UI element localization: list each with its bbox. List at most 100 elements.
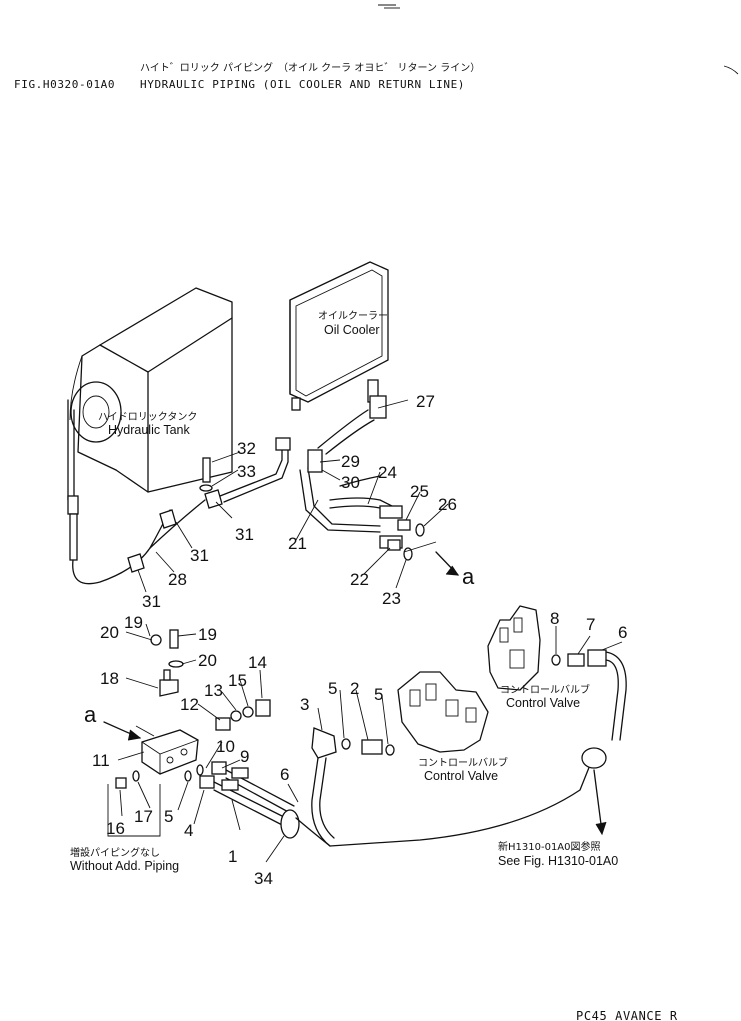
diagram-title-en: HYDRAULIC PIPING (OIL COOLER AND RETURN … xyxy=(140,78,465,91)
callout-14: 14 xyxy=(248,653,267,672)
oil-cooler-drawing xyxy=(289,261,389,419)
hose-6-lower xyxy=(311,757,591,847)
leader-lines xyxy=(117,399,623,863)
callout-31-right: 31 xyxy=(235,525,254,544)
callout-5-block: 5 xyxy=(164,807,173,826)
callout-16: 16 xyxy=(106,819,125,838)
callout-23: 23 xyxy=(382,589,401,608)
callout-29: 29 xyxy=(341,452,360,471)
connection-marker-right: a xyxy=(462,564,475,589)
callout-34: 34 xyxy=(254,869,273,888)
oring-5-block xyxy=(184,770,192,782)
connection-marker-left: a xyxy=(84,702,97,727)
fitting-25 xyxy=(397,519,411,531)
oring-8 xyxy=(551,654,561,666)
hydraulic-tank-label: Hydraulic Tank xyxy=(108,423,191,437)
callout-31-left: 31 xyxy=(142,592,161,611)
callout-32: 32 xyxy=(237,439,256,458)
oil-cooler-label-jp: オイルクーラー xyxy=(318,310,388,322)
callout-8: 8 xyxy=(550,609,559,628)
hose-6-upper xyxy=(605,651,627,741)
callout-9: 9 xyxy=(240,747,249,766)
part-callouts: 27 29 30 24 25 26 32 33 31 31 28 31 21 2… xyxy=(84,392,627,888)
control-valve-lower-label: Control Valve xyxy=(424,769,498,783)
control-valve-upper-label: Control Valve xyxy=(506,696,580,710)
callout-4: 4 xyxy=(184,821,193,840)
callout-13: 13 xyxy=(204,681,223,700)
callout-1: 1 xyxy=(228,847,237,866)
callout-5-left: 5 xyxy=(328,679,337,698)
washer-20 xyxy=(150,634,162,646)
callout-30: 30 xyxy=(341,473,360,492)
callout-5-right: 5 xyxy=(374,685,383,704)
hose-elbow xyxy=(317,409,369,449)
without-piping-note-jp: 増設パイピングなし xyxy=(70,846,160,859)
callout-28: 28 xyxy=(168,570,187,589)
elbow-3 xyxy=(311,727,337,759)
fitting-7 xyxy=(567,653,585,667)
oring-10 xyxy=(196,764,204,776)
bracket-18 xyxy=(159,679,179,697)
fitting-22 xyxy=(387,539,401,551)
model-footer: PC45 AVANCE R xyxy=(576,1009,678,1021)
fitting-12 xyxy=(215,717,231,731)
hose-24 xyxy=(329,497,401,511)
oring-17 xyxy=(132,770,140,782)
header: ハイト゛ロリック パイピング （オイル クーラ オヨヒ゛ リターン ライン） F… xyxy=(14,4,739,91)
pipe-21 xyxy=(299,469,381,533)
callout-27: 27 xyxy=(416,392,435,411)
without-piping-bracket xyxy=(107,784,161,837)
callout-3: 3 xyxy=(300,695,309,714)
oring-5-right xyxy=(385,744,395,756)
bolt-32 xyxy=(202,457,211,483)
clamp-31-b xyxy=(127,553,145,573)
control-valve-lower-drawing xyxy=(397,671,489,753)
return-hose xyxy=(72,509,171,585)
fitting-2 xyxy=(361,739,383,755)
hydraulic-tank-label-jp: ハイドロリックタンク xyxy=(98,411,197,423)
control-valve-upper-label-jp: コントロールバルブ xyxy=(500,683,590,696)
washer-33 xyxy=(199,484,213,492)
elbow-29 xyxy=(307,449,323,473)
callout-20-right: 20 xyxy=(198,651,217,670)
control-valve-upper-drawing xyxy=(487,605,541,691)
callout-15: 15 xyxy=(228,671,247,690)
callout-21: 21 xyxy=(288,534,307,553)
diagram-title-jp: ハイト゛ロリック パイピング （オイル クーラ オヨヒ゛ リターン ライン） xyxy=(140,61,480,74)
callout-22: 22 xyxy=(350,570,369,589)
callout-20-left: 20 xyxy=(100,623,119,642)
callout-7: 7 xyxy=(586,615,595,634)
clamp-34 xyxy=(280,809,300,839)
callout-12: 12 xyxy=(180,695,199,714)
without-piping-note: Without Add. Piping xyxy=(70,859,179,873)
callout-10: 10 xyxy=(216,737,235,756)
washer-15 xyxy=(242,706,254,718)
clamp-31-a xyxy=(159,509,177,529)
cooler-inlet-pipe xyxy=(219,443,283,497)
callout-26: 26 xyxy=(438,495,457,514)
callout-19-right: 19 xyxy=(198,625,217,644)
oring-26 xyxy=(415,523,425,537)
bolt-19 xyxy=(169,629,179,649)
callout-2: 2 xyxy=(350,679,359,698)
plug-16 xyxy=(115,777,127,789)
control-valve-lower-label-jp: コントロールバルブ xyxy=(418,756,508,769)
callout-18: 18 xyxy=(100,669,119,688)
callout-31-middle: 31 xyxy=(190,546,209,565)
callout-17: 17 xyxy=(134,807,153,826)
figure-id: FIG.H0320-01A0 xyxy=(14,78,115,91)
callout-19-left: 19 xyxy=(124,613,143,632)
hydraulic-tank-drawing xyxy=(67,287,233,561)
callout-25: 25 xyxy=(410,482,429,501)
hose-clamp-ring xyxy=(581,747,607,769)
callout-11: 11 xyxy=(92,751,110,770)
see-figure-note-jp: 新H1310-01A0図参照 xyxy=(498,840,601,853)
valve-block-11 xyxy=(141,729,199,775)
cap-14 xyxy=(255,699,271,717)
oring-5-left xyxy=(341,738,351,750)
callout-24: 24 xyxy=(378,463,397,482)
fitting-4 xyxy=(199,775,215,789)
callout-6-upper: 6 xyxy=(618,623,627,642)
callout-6-lower: 6 xyxy=(280,765,289,784)
